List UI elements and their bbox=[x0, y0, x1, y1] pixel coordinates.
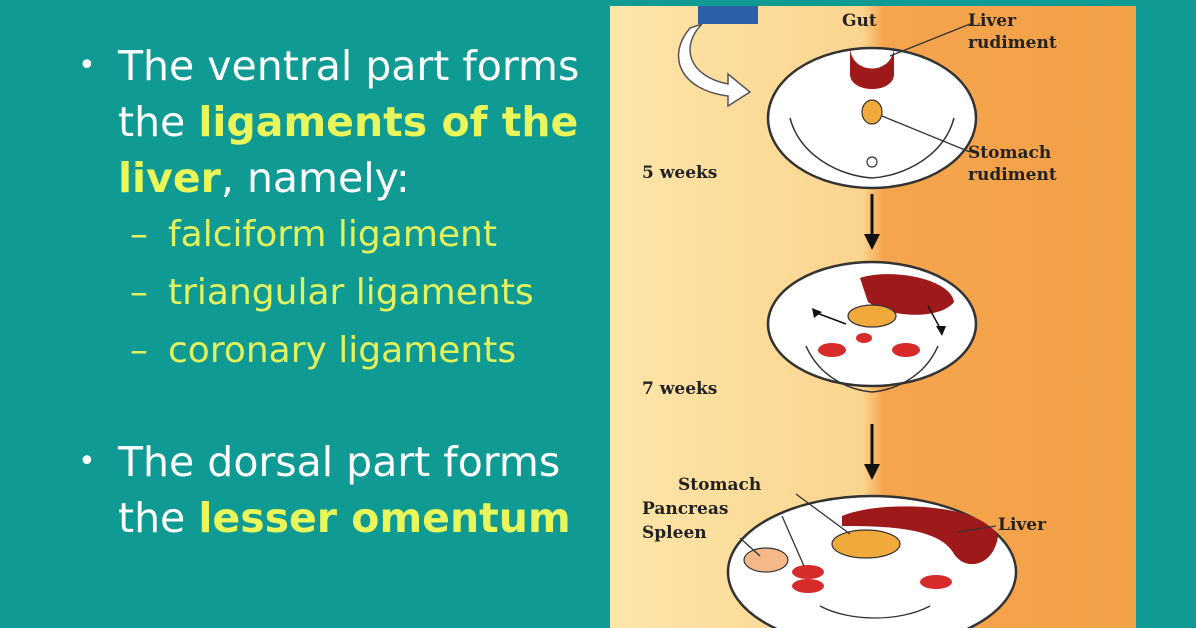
dash-icon: – bbox=[130, 214, 148, 255]
bullet-dot: • bbox=[78, 48, 96, 83]
list-item: –coronary ligaments bbox=[130, 322, 598, 380]
label-spleen: Spleen bbox=[642, 523, 707, 543]
bullet-list: • The ventral part forms the ligaments o… bbox=[78, 38, 598, 546]
cross-section-7-weeks bbox=[766, 260, 978, 393]
cross-section-final bbox=[726, 493, 1018, 628]
dash-icon: – bbox=[130, 330, 148, 371]
label-liver: Liver bbox=[998, 515, 1047, 535]
embryology-figure: Gut Liver rudiment Stomach rudiment 5 we… bbox=[610, 6, 1136, 628]
list-item-label: coronary ligaments bbox=[168, 330, 517, 371]
bullet-dorsal-part: • The dorsal part forms the lesser oment… bbox=[78, 434, 598, 546]
label-pancreas: Pancreas bbox=[642, 499, 728, 519]
curved-arrow-icon bbox=[677, 6, 758, 108]
ligament-list: –falciform ligament –triangular ligament… bbox=[78, 206, 598, 380]
label-gut: Gut bbox=[842, 11, 877, 31]
figure-drawing: Gut Liver rudiment Stomach rudiment 5 we… bbox=[642, 6, 1057, 628]
bullet-text: The dorsal part forms the bbox=[118, 438, 561, 542]
list-item: –falciform ligament bbox=[130, 206, 598, 264]
bullet-text-end: , namely: bbox=[220, 154, 410, 202]
label-liver-rudiment-2: rudiment bbox=[968, 33, 1057, 53]
label-7-weeks: 7 weeks bbox=[642, 379, 717, 399]
label-stomach-rudiment: Stomach bbox=[968, 143, 1051, 163]
label-stomach-rudiment-2: rudiment bbox=[968, 165, 1057, 185]
bullet-text: The ventral part forms the bbox=[118, 42, 580, 146]
label-stomach: Stomach bbox=[678, 475, 761, 495]
list-item: –triangular ligaments bbox=[130, 264, 598, 322]
bullet-dot: • bbox=[78, 444, 96, 479]
bullet-ventral-part: • The ventral part forms the ligaments o… bbox=[78, 38, 598, 206]
dash-icon: – bbox=[130, 272, 148, 313]
label-liver-rudiment: Liver bbox=[968, 11, 1017, 31]
bullet-highlight: ligaments of the liver bbox=[118, 98, 579, 202]
label-5-weeks: 5 weeks bbox=[642, 163, 717, 183]
arrow-down-icon bbox=[864, 194, 880, 250]
list-item-label: triangular ligaments bbox=[168, 272, 534, 313]
cross-section-5-weeks bbox=[766, 23, 978, 190]
arrow-down-icon bbox=[864, 424, 880, 480]
bullet-highlight: lesser omentum bbox=[198, 494, 571, 542]
list-item-label: falciform ligament bbox=[168, 214, 497, 255]
